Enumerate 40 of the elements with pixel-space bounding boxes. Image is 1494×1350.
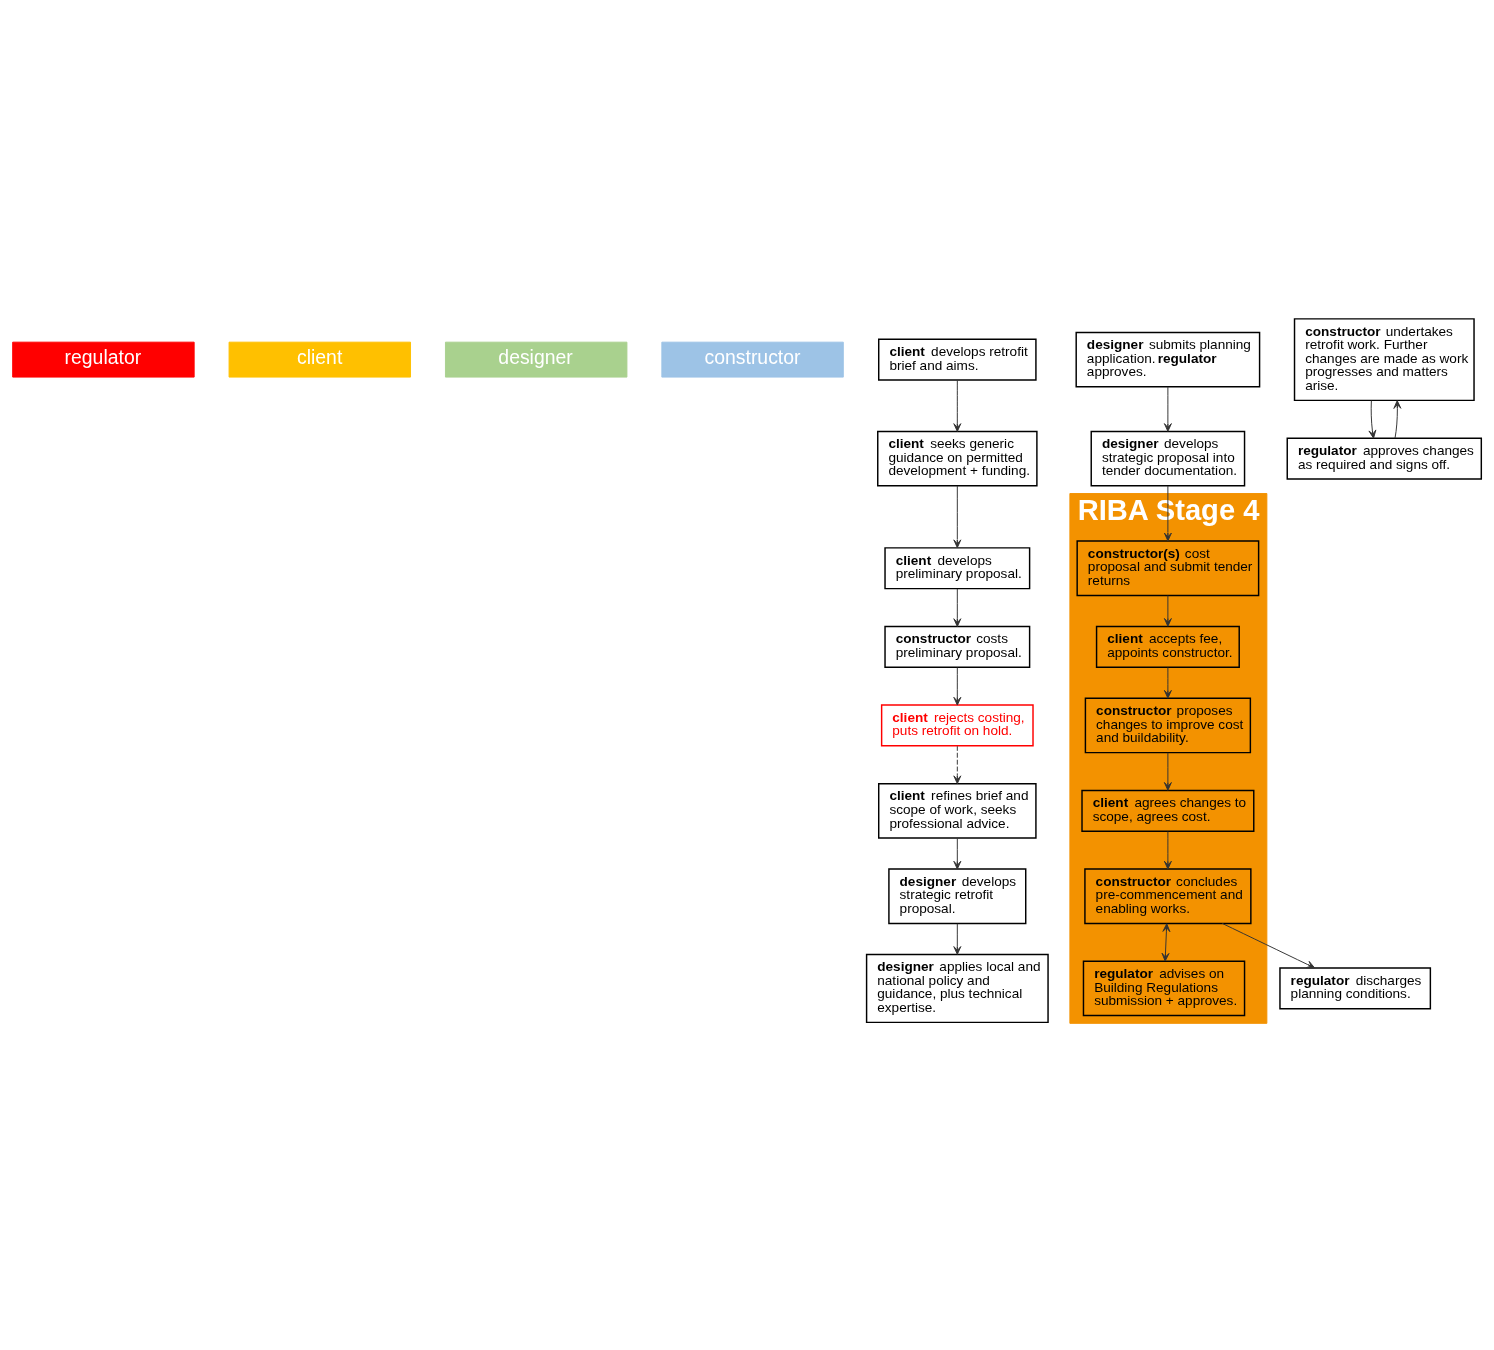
node-box: designer develops strategic retrofit proposal. (888, 868, 1027, 925)
arrow (953, 379, 962, 432)
node-box: constructor undertakes retrofit work. Further changes are made as work progresses and matters arise. (1293, 318, 1475, 402)
node-box: designer submits planning application. regulator approves. (1075, 331, 1261, 388)
arrow (1163, 386, 1172, 432)
node-box: constructor costs preliminary proposal. (884, 625, 1031, 668)
arrow (953, 923, 962, 955)
arrow (1163, 752, 1172, 791)
node-box: client refines brief and scope of work, seeks professional advice. (878, 782, 1037, 839)
node-box: regulator (12, 341, 195, 378)
node-box: client accepts fee, appoints constructor. (1095, 625, 1240, 668)
node-box: client develops retrofit brief and aims. (878, 338, 1037, 381)
arrow (953, 588, 962, 627)
node-box: constructor concludes pre-commencement and enabling works. (1084, 868, 1252, 925)
arrow (1393, 400, 1402, 439)
node-box: designer (444, 341, 628, 378)
node-box: regulator approves changes as required and signs off. (1286, 437, 1483, 480)
arrow (953, 485, 962, 549)
node-box: constructor (661, 341, 844, 378)
node-box: constructor proposes changes to improve cost and buildability. (1084, 697, 1252, 754)
node-box: regulator discharges planning conditions. (1279, 967, 1432, 1010)
node-box: regulator advises on Building Regulations submission + approves. (1082, 960, 1246, 1017)
arrow (1163, 831, 1172, 870)
arrow (1163, 667, 1172, 699)
arrow (1221, 922, 1316, 969)
arrow (1163, 595, 1172, 627)
arrow (953, 667, 962, 706)
node-box: designer applies local and national policy and guidance, plus technical expertise. (865, 953, 1049, 1024)
arrow (953, 837, 962, 870)
arrow (953, 745, 962, 785)
node-box: constructor(s) cost proposal and submit tender returns (1076, 540, 1260, 597)
arrow (1163, 485, 1172, 542)
arrow (1161, 923, 1171, 962)
node-box: designer develops strategic proposal into tender documentation. (1090, 430, 1246, 487)
arrow (1368, 400, 1377, 439)
node-box: client agrees changes to scope, agrees cost. (1081, 789, 1255, 832)
node-box: client develops preliminary proposal. (884, 547, 1031, 590)
node-box: client seeks generic guidance on permitted development + funding. (877, 430, 1038, 487)
node-box: client rejects costing, puts retrofit on hold. (880, 704, 1034, 747)
node-box: client (228, 341, 411, 378)
